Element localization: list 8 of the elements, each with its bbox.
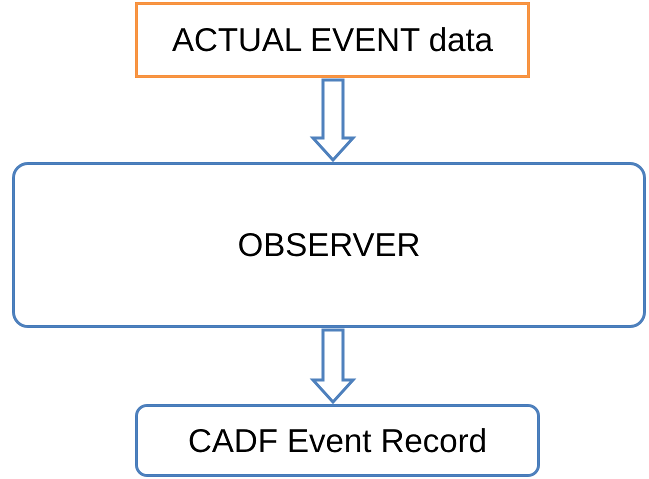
process-box (12, 162, 646, 328)
box-label: CADF Event Record (188, 422, 487, 460)
process-box (135, 2, 530, 78)
block-arrow (310, 78, 356, 162)
process-box (135, 404, 540, 477)
box-label: OBSERVER (238, 226, 420, 264)
box-label: ACTUAL EVENT data (172, 21, 493, 59)
block-arrow (310, 328, 356, 404)
